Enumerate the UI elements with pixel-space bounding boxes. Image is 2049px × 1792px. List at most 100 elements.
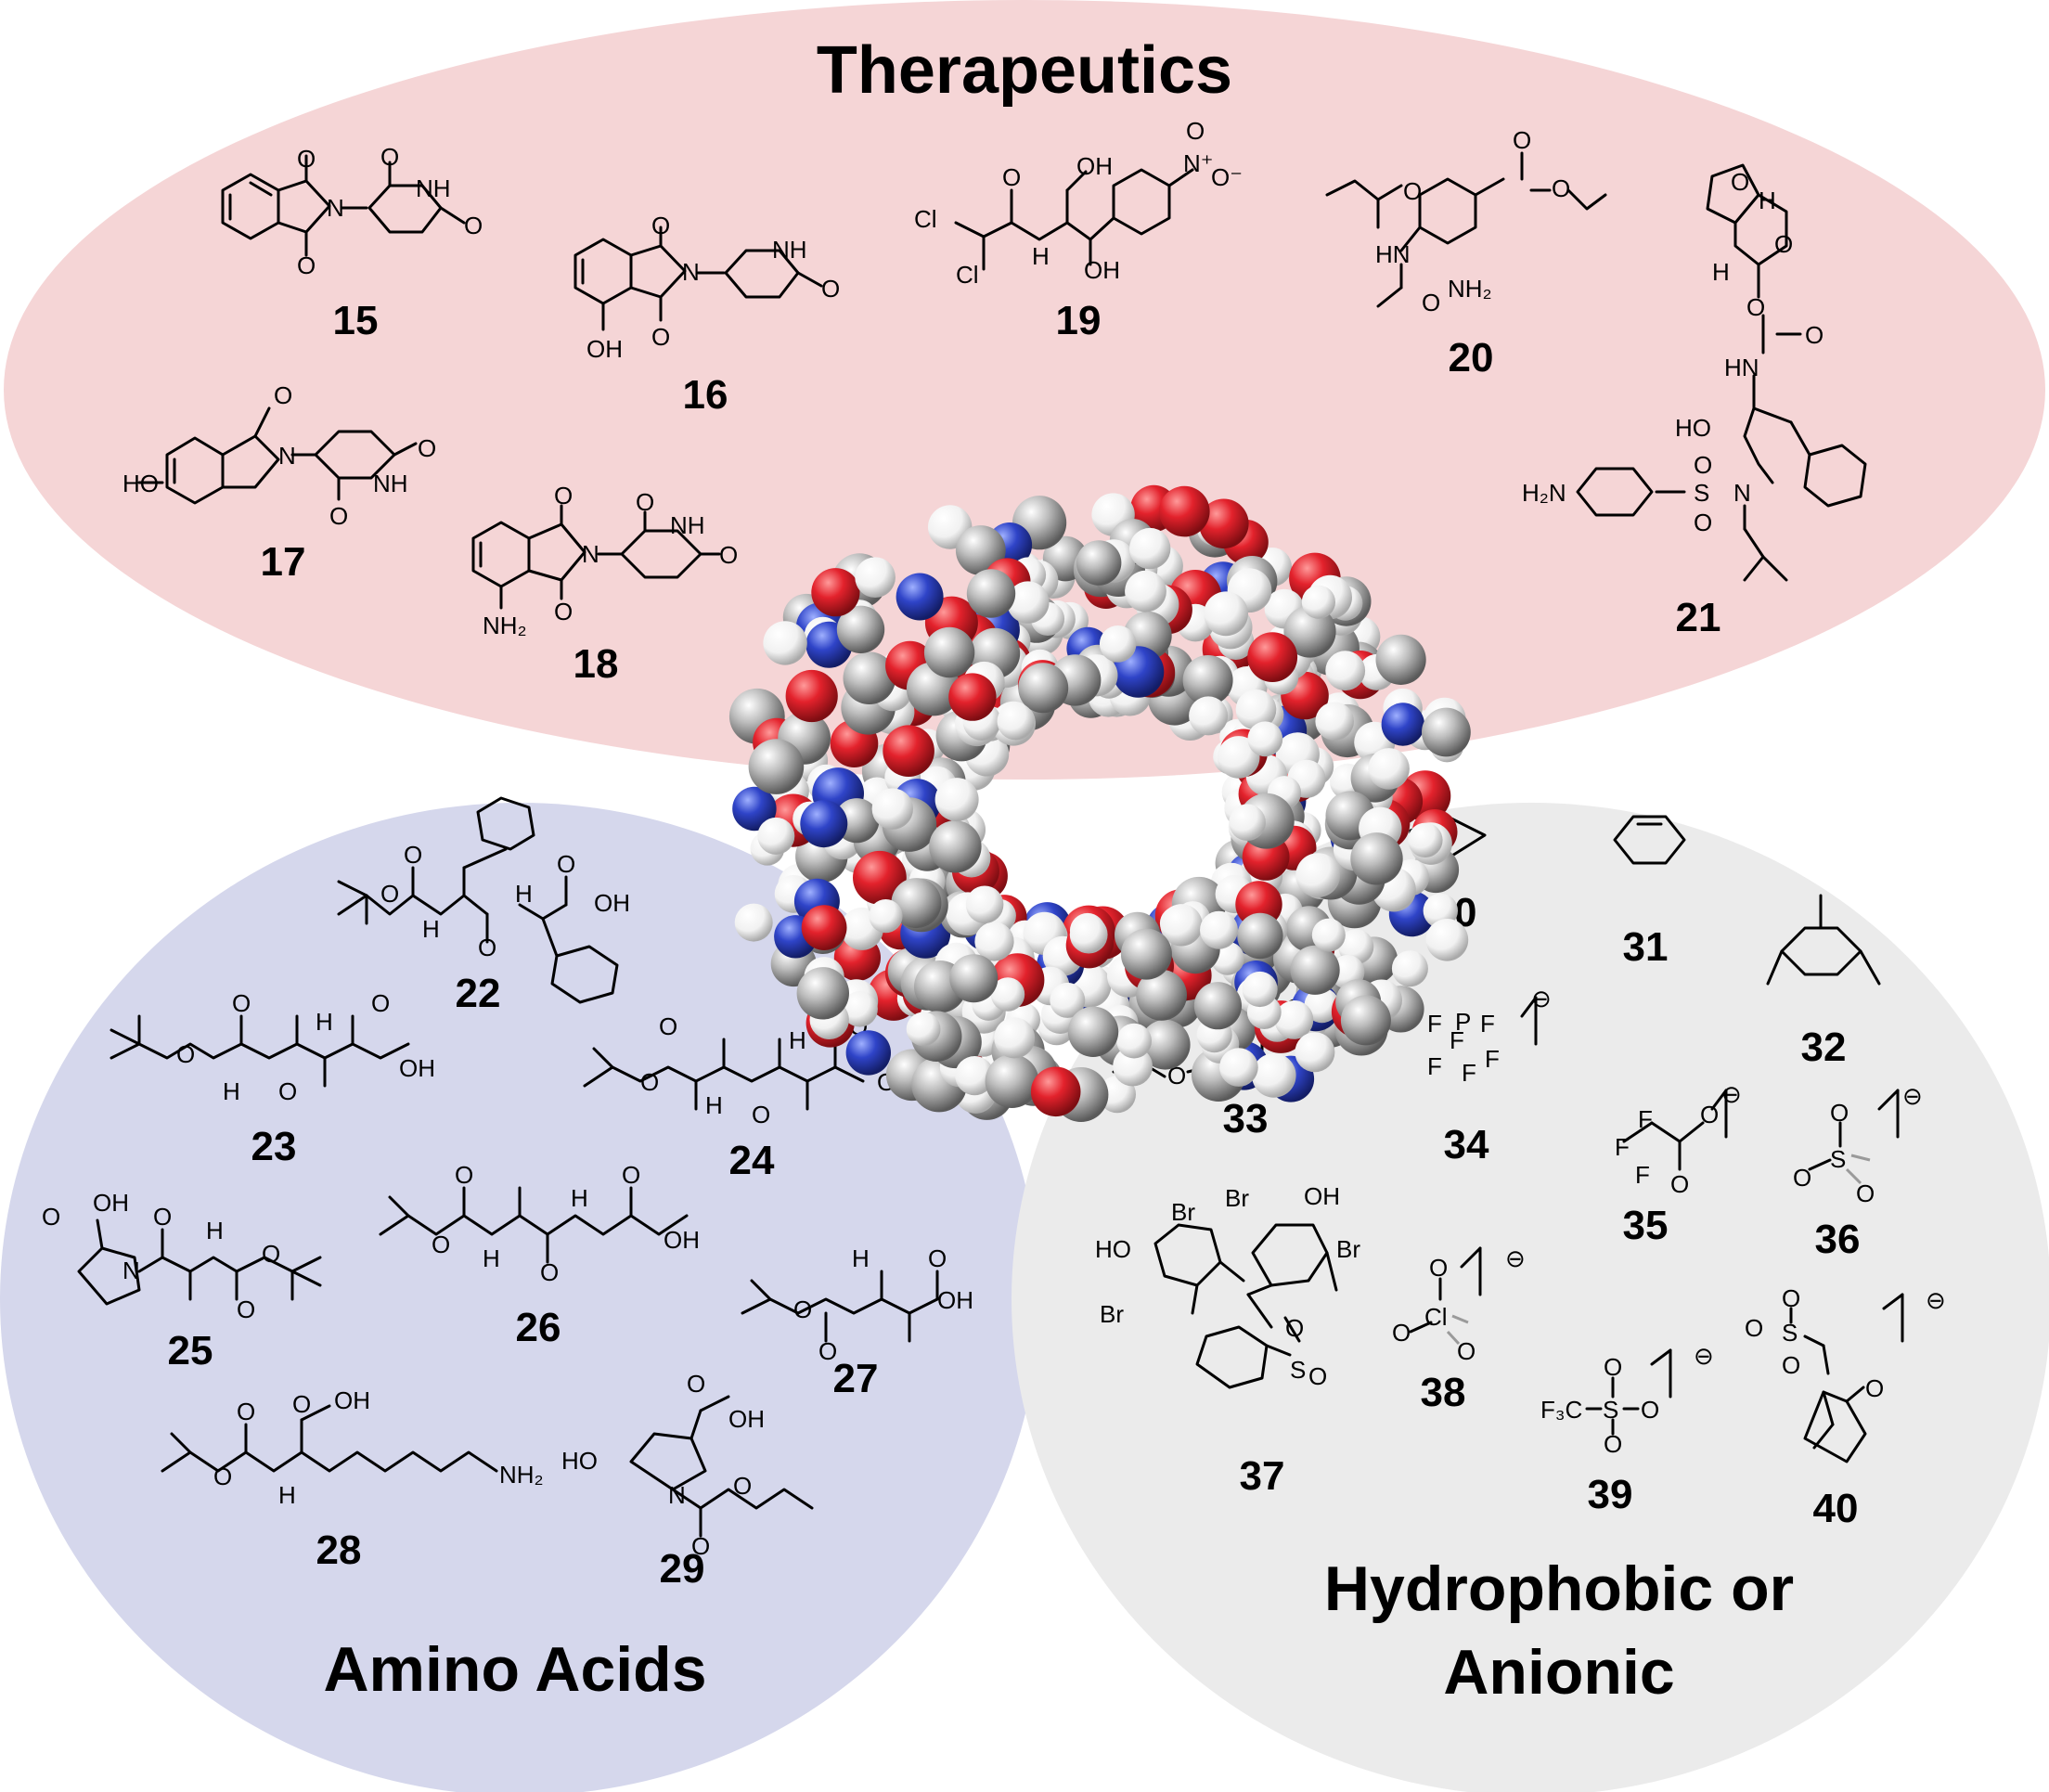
atom-o: O (1285, 1314, 1304, 1342)
atom-nh: H (422, 915, 440, 943)
atom-sphere (763, 621, 807, 665)
atom-sphere (871, 788, 913, 830)
atom-s: S (1290, 1356, 1306, 1384)
atom-sphere (1425, 919, 1469, 961)
atom-oh: OH (1304, 1182, 1340, 1210)
atom-n: N (682, 258, 700, 286)
compound-number-25: 25 (168, 1328, 213, 1373)
atom-sphere (1368, 748, 1410, 790)
atom-sphere (990, 977, 1025, 1012)
atom-o: O (636, 488, 654, 516)
atom-nh: NH (772, 236, 807, 264)
atom-o: O (232, 989, 251, 1017)
atom-n: N⁺ (1183, 149, 1214, 177)
atom-sphere (966, 569, 1016, 618)
charge-minus: ⊖ (1694, 1342, 1714, 1370)
atom-sphere (796, 967, 849, 1020)
atom-sphere (1193, 982, 1242, 1030)
atom-nh: H (705, 1091, 723, 1119)
atom-sphere (1113, 1046, 1153, 1087)
atom-sphere (1018, 663, 1069, 714)
atom-sphere (1290, 945, 1340, 995)
atom-o: O (418, 434, 436, 462)
space-filling-molecular-model (728, 484, 1471, 1122)
atom-nh2: NH₂ (499, 1461, 544, 1489)
structure-31 (1613, 815, 1686, 865)
atom-sphere (1295, 1032, 1335, 1073)
atom-nh: H (789, 1026, 806, 1054)
atom-o: O (1422, 289, 1440, 316)
atom-o: O (1694, 509, 1712, 536)
atom-oh: OH (1076, 152, 1113, 180)
atom-sphere (1340, 995, 1391, 1046)
charge-minus: ⊖ (1721, 1080, 1742, 1108)
compound-number-24: 24 (729, 1138, 775, 1183)
structure-20 (1325, 151, 1607, 308)
structure-16 (573, 226, 823, 331)
atom-sphere (1235, 689, 1277, 730)
atom-sphere (923, 626, 975, 678)
compound-number-26: 26 (516, 1305, 561, 1350)
structure-40 (1789, 1293, 1904, 1463)
atom-o: O (1604, 1353, 1622, 1381)
atom-o: O (640, 1068, 659, 1096)
compound-number-18: 18 (573, 641, 619, 687)
atom-o: O (1731, 168, 1749, 196)
atom-o: O (1793, 1164, 1811, 1192)
atom-sphere (896, 573, 944, 621)
atom-nh: H (483, 1244, 500, 1272)
atom-o: O (237, 1398, 255, 1425)
atom-sphere (1116, 1023, 1152, 1059)
compound-number-33: 33 (1223, 1096, 1269, 1141)
atom-s: S (1694, 479, 1709, 507)
compound-number-20: 20 (1449, 335, 1494, 380)
atom-sphere (1381, 703, 1425, 746)
atom-nh: H (571, 1184, 588, 1212)
atom-nh2: NH₂ (1448, 275, 1492, 303)
hydrophobic-title-line1: Hydrophobic or (1324, 1553, 1794, 1624)
atom-o: O (1830, 1099, 1849, 1127)
atom-sphere (949, 954, 999, 1003)
atom-o: O (274, 381, 292, 409)
atom-o: O (622, 1161, 640, 1189)
amino-acids-title: Amino Acids (323, 1634, 706, 1705)
atom-n: N (327, 194, 344, 222)
atom-o: O (1774, 230, 1793, 258)
compound-number-29: 29 (660, 1546, 705, 1592)
compound-number-36: 36 (1815, 1217, 1861, 1262)
atom-o: O (213, 1463, 232, 1490)
structure-39 (1585, 1348, 1672, 1436)
atom-nh: H (515, 880, 533, 908)
atom-sphere (1217, 736, 1260, 779)
atom-o: O (1782, 1284, 1800, 1312)
atom-f: F (1638, 1105, 1653, 1133)
atom-nh: H (1032, 242, 1050, 270)
structure-37 (1153, 1223, 1338, 1389)
atom-o: O (1308, 1362, 1327, 1390)
atom-nh: H (206, 1217, 224, 1244)
compound-number-23: 23 (251, 1124, 297, 1169)
atom-nh: H (316, 1008, 333, 1036)
atom-o: O (478, 934, 496, 961)
atom-nh: H (223, 1077, 240, 1105)
atom-sphere (994, 1017, 1036, 1059)
atom-sphere (1350, 832, 1403, 885)
atom-sphere (965, 885, 1004, 924)
atom-sphere (785, 669, 838, 723)
atom-sphere (734, 903, 773, 942)
compound-number-38: 38 (1421, 1370, 1466, 1415)
compound-number-19: 19 (1056, 298, 1102, 343)
atom-o: O (1392, 1319, 1411, 1347)
structure-24 (583, 1038, 865, 1111)
compound-number-15: 15 (333, 298, 379, 343)
therapeutics-region (4, 0, 2045, 780)
atom-s: S (1603, 1396, 1618, 1424)
atom-sphere (1247, 721, 1283, 757)
atom-sphere (1242, 971, 1278, 1008)
atom-sphere (948, 673, 997, 721)
atom-o-minus: O⁻ (1211, 163, 1243, 191)
atom-sphere (748, 739, 805, 794)
charge-minus: ⊖ (1902, 1082, 1923, 1110)
atom-o: O (1856, 1180, 1875, 1207)
atom-sphere (1422, 707, 1471, 757)
